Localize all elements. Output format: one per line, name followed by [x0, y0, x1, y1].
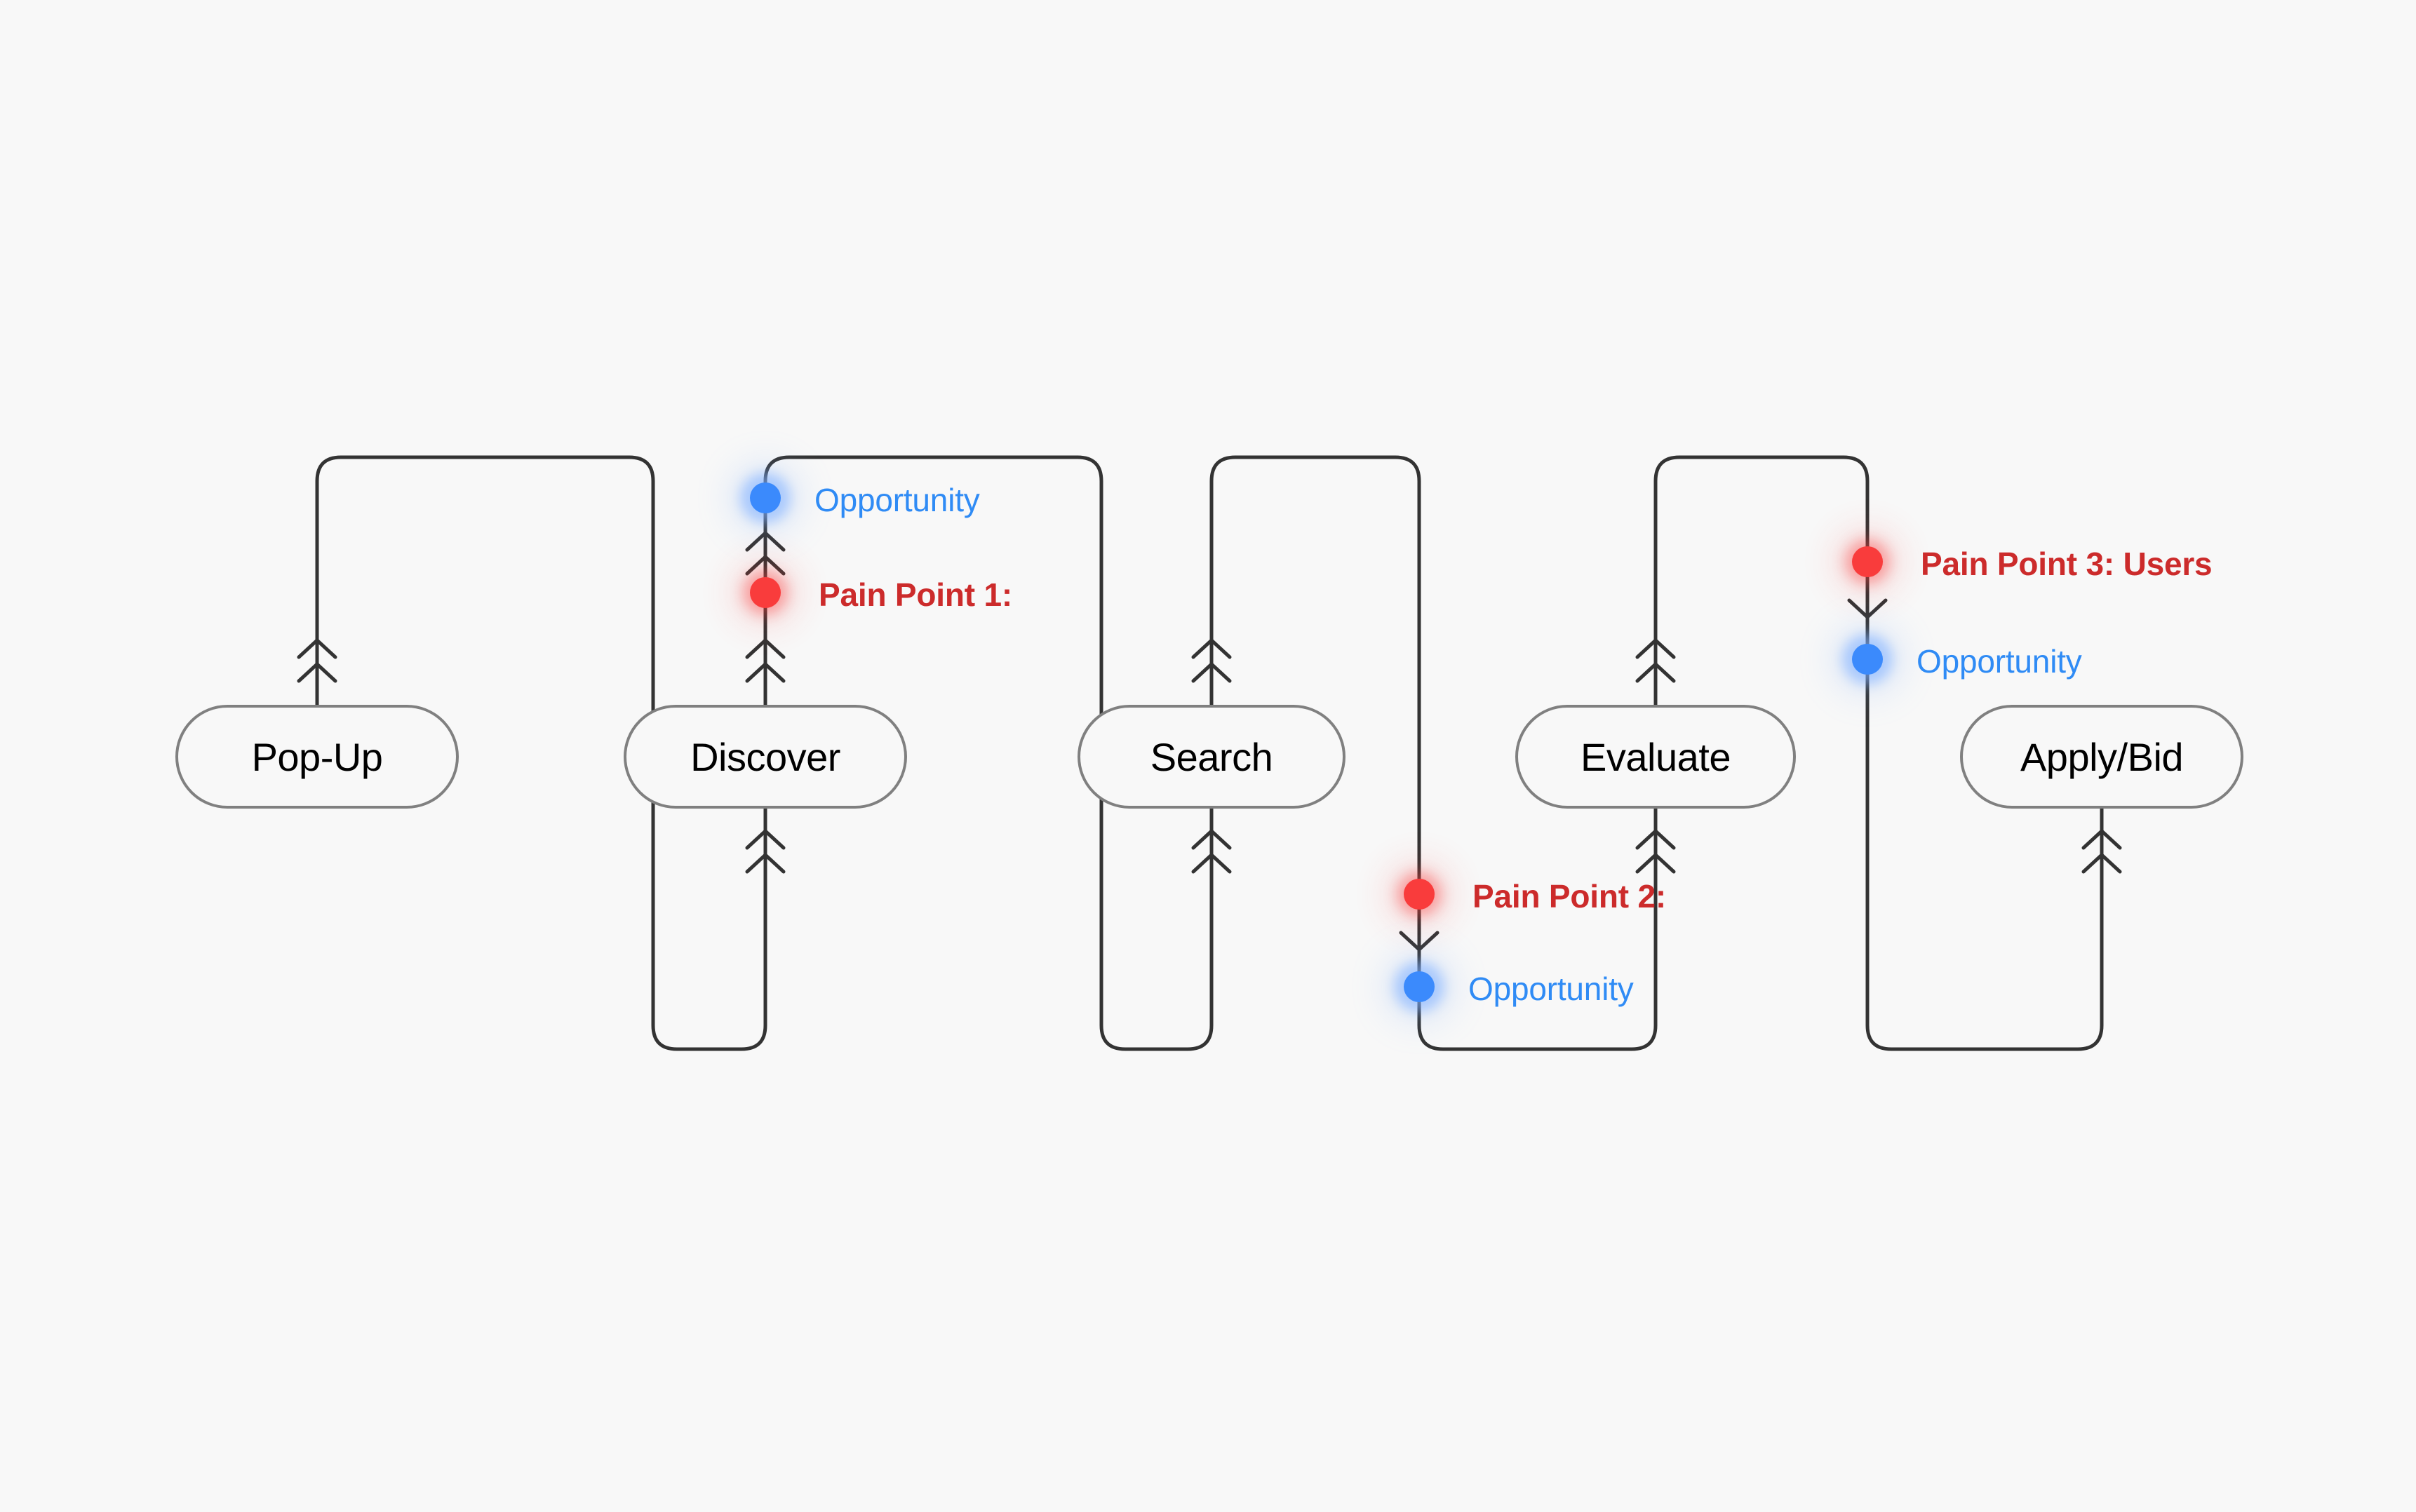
stage-node-label: Discover: [690, 734, 840, 779]
opportunity-label-opportunity-3: Opportunity: [1917, 643, 2082, 680]
stage-node-search[interactable]: Search: [1078, 705, 1345, 809]
stage-node-pop-up[interactable]: Pop-Up: [175, 705, 459, 809]
stage-node-label: Apply/Bid: [2020, 734, 2184, 779]
opportunity-dot-opportunity-2[interactable]: [1404, 971, 1435, 1002]
arrowhead-up-pop-up: [297, 638, 337, 683]
arrowhead-up-into-apply-bid: [2081, 829, 2122, 874]
stage-node-apply-bid[interactable]: Apply/Bid: [1960, 705, 2243, 809]
opportunity-label-opportunity-1: Opportunity: [814, 482, 980, 518]
stage-node-label: Evaluate: [1581, 734, 1731, 779]
arrowhead-down-pain2-to-opportunity2: [1399, 931, 1439, 952]
arrowhead-up-search: [1191, 638, 1232, 683]
arrowhead-up-into-search: [1191, 829, 1232, 874]
stage-node-label: Pop-Up: [251, 734, 383, 779]
arrowhead-up-evaluate: [1635, 638, 1676, 683]
stage-node-evaluate[interactable]: Evaluate: [1515, 705, 1796, 809]
opportunity-dot-opportunity-3[interactable]: [1852, 644, 1883, 675]
opportunity-dot-opportunity-1[interactable]: [750, 482, 781, 513]
pain-point-dot-pain-point-2[interactable]: [1404, 879, 1435, 910]
arrowhead-up-into-evaluate: [1635, 829, 1676, 874]
opportunity-label-opportunity-2: Opportunity: [1468, 971, 1634, 1007]
pain-point-label-pain-point-1: Pain Point 1:: [819, 576, 1012, 613]
pain-point-label-pain-point-2: Pain Point 2:: [1472, 878, 1666, 914]
arrowhead-up-pain1-to-opportunity1: [745, 531, 786, 576]
arrowhead-down-pain3-to-opportunity3: [1847, 598, 1888, 619]
pain-point-label-pain-point-3: Pain Point 3: Users: [1921, 546, 2213, 582]
pain-point-dot-pain-point-1[interactable]: [750, 577, 781, 608]
stage-node-label: Search: [1150, 734, 1273, 779]
stage-node-discover[interactable]: Discover: [624, 705, 907, 809]
pain-point-dot-pain-point-3[interactable]: [1852, 546, 1883, 577]
connector-evaluate-to-applybid: [1653, 455, 2104, 1051]
connector-search-to-evaluate: [1209, 455, 1658, 1051]
arrowhead-up-discover: [745, 638, 786, 683]
arrowhead-up-into-discover: [745, 829, 786, 874]
